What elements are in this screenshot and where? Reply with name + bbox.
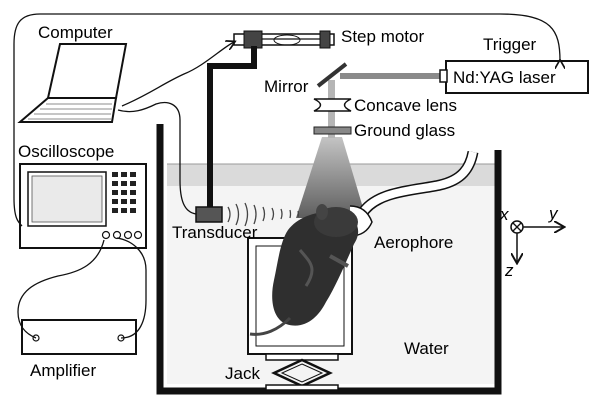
label-axis-z: z [504,261,514,280]
concave-lens [314,99,351,111]
label-axis-y: y [548,204,559,223]
label-trigger: Trigger [483,35,537,54]
transducer [196,207,222,222]
laptop-screen [48,44,126,98]
label-concave-lens: Concave lens [354,96,457,115]
label-laser: Nd:YAG laser [453,68,556,87]
amplifier [22,320,136,354]
label-amplifier: Amplifier [30,361,96,380]
label-jack: Jack [225,364,260,383]
label-step-motor: Step motor [341,27,424,46]
label-water: Water [404,339,449,358]
oscilloscope [20,164,146,248]
label-transducer: Transducer [172,223,258,242]
label-aerophore: Aerophore [374,233,453,252]
step-motor [234,31,334,48]
label-computer: Computer [38,23,113,42]
label-axis-x: x [499,205,509,224]
ground-glass [314,127,351,134]
label-ground-glass: Ground glass [354,121,455,140]
laptop-base [20,98,116,122]
computer-laptop [20,44,126,122]
laser-aperture [440,70,447,82]
label-mirror: Mirror [264,77,309,96]
label-oscilloscope: Oscilloscope [18,142,114,161]
axis-indicator [511,221,563,262]
laser-beam [340,73,448,79]
